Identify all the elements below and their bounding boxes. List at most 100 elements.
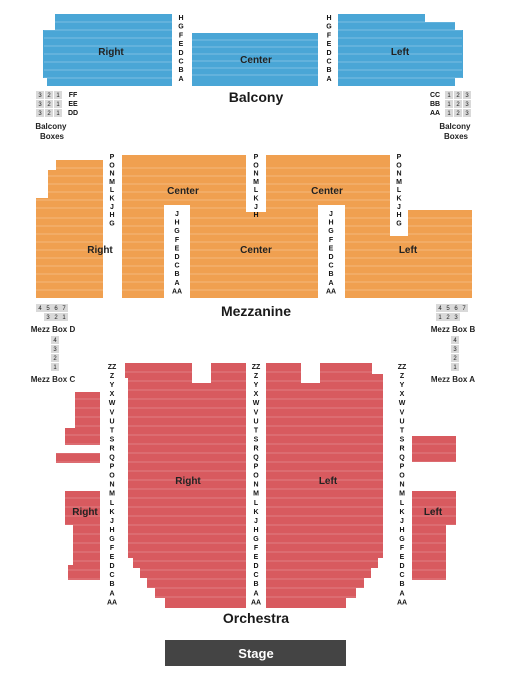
balcony-box-cc-seat-1-cell[interactable] [445, 91, 453, 99]
mezz-row-a2-h: H [174, 220, 179, 227]
orch-row-aisle2-k: K [253, 509, 258, 516]
balcony-box-dd-seat-2-cell[interactable] [45, 109, 53, 117]
mezz-box-c-seat-4-cell[interactable] [51, 336, 59, 344]
mezz-box-d-seat-5-cell[interactable] [44, 304, 52, 312]
section-mezz-upper-left-wing[interactable] [36, 160, 103, 236]
mezz-box-b-seat-6-cell[interactable] [452, 304, 460, 312]
balcony-box-aa-seat-2-cell[interactable] [454, 109, 462, 117]
balcony-box-ee-seat-3-cell[interactable] [36, 100, 44, 108]
balcony-boxes-right-label-line1: Balcony [439, 122, 471, 131]
mezz-box-d-seat-7: 7 [62, 306, 66, 312]
mezz-box-d-seat-2: 2 [54, 315, 58, 321]
mezz-box-c-seat-1-cell[interactable] [51, 363, 59, 371]
mezz-box-d-seat-4-cell[interactable] [36, 304, 44, 312]
mezz-box-b-seat-7-cell[interactable] [460, 304, 468, 312]
mezz-box-d-seat-7-cell[interactable] [60, 304, 68, 312]
balcony-row-left-h: H [178, 15, 183, 22]
balcony-box-cc-seat-3-cell[interactable] [463, 91, 471, 99]
mezz-box-a-seat-1-cell[interactable] [451, 363, 459, 371]
balcony-box-aa-seat-1-cell[interactable] [445, 109, 453, 117]
orch-row-aisle2-v: V [254, 409, 259, 416]
mezz-box-a-seat-3-cell[interactable] [451, 345, 459, 353]
mezz-row-a5-l: L [397, 187, 402, 194]
balcony-boxes-left-label-line2: Boxes [40, 132, 65, 141]
mezz-box-d-seat-6-cell[interactable] [52, 304, 60, 312]
section-orch-left-main[interactable] [266, 363, 383, 608]
mezz-box-b-seat-4-cell[interactable] [436, 304, 444, 312]
section-orch-left-side-upper[interactable] [412, 436, 456, 462]
section-mezz-left[interactable] [345, 210, 472, 298]
section-mezz-center-upper-right[interactable] [266, 155, 390, 228]
balcony-box-bb-seat-1-cell[interactable] [445, 100, 453, 108]
mezz-box-c-seat-3-cell[interactable] [51, 345, 59, 353]
balcony-box-row-dd: DD [68, 110, 78, 117]
orch-row-aisle2-p: P [254, 464, 259, 471]
balcony-box-bb-seat-2-cell[interactable] [454, 100, 462, 108]
mezz-row-a2-c: C [174, 263, 179, 270]
balcony-box-dd-seat-3-cell[interactable] [36, 109, 44, 117]
balcony-box-ee-seat-1-cell[interactable] [54, 100, 62, 108]
orch-row-aisle3-p: P [400, 464, 405, 471]
section-orch-left-side[interactable] [412, 491, 456, 580]
balcony-box-ff-seat-2-cell[interactable] [45, 91, 53, 99]
balcony-box-cc-seat-2-cell[interactable] [454, 91, 462, 99]
orch-row-aisle3-s: S [400, 436, 405, 443]
section-mezz-center-upper-left[interactable] [122, 155, 246, 228]
orch-row-aisle2-y: Y [254, 382, 259, 389]
orch-row-aisle2-zz: ZZ [252, 364, 261, 371]
mezz-box-a-seat-4-cell[interactable] [451, 336, 459, 344]
section-mezz-center[interactable] [190, 210, 318, 298]
orch-row-aisle2-d: D [253, 563, 258, 570]
mezz-box-b-seat-2-cell[interactable] [444, 313, 452, 321]
balcony-box-bb-seat-3-cell[interactable] [463, 100, 471, 108]
balcony-box-ff-seat-2: 2 [47, 93, 51, 99]
balcony-box-cc-seat-2: 2 [456, 93, 460, 99]
orch-row-aisle2-h: H [253, 527, 258, 534]
balcony-row-right-c: C [326, 59, 331, 66]
mezz-box-b-seat-1-cell[interactable] [436, 313, 444, 321]
balcony-row-right-g: G [326, 24, 332, 31]
section-balcony-right[interactable] [43, 14, 172, 86]
mezz-box-a-seat-2-cell[interactable] [451, 354, 459, 362]
stage-block [165, 640, 346, 666]
balcony-box-ff-seat-1-cell[interactable] [54, 91, 62, 99]
orch-row-aisle1-aa: AA [107, 599, 117, 606]
mezz-box-c-seat-2-cell[interactable] [51, 354, 59, 362]
balcony-box-row-cc: CC [430, 92, 440, 99]
mezz-box-b-seat-3-cell[interactable] [452, 313, 460, 321]
balcony-box-dd-seat-1-cell[interactable] [54, 109, 62, 117]
mezz-box-d-seat-1-cell[interactable] [60, 313, 68, 321]
mezzanine-level: Center Center Right Center Left PONMLKJH… [31, 150, 475, 384]
mezz-box-b-seat-6: 6 [454, 306, 458, 312]
balcony-box-ff-seat-3-cell[interactable] [36, 91, 44, 99]
section-balcony-center[interactable] [192, 33, 318, 86]
mezz-row-a2-b: B [174, 271, 179, 278]
section-balcony-left[interactable] [338, 14, 463, 86]
orch-row-aisle2-w: W [253, 400, 260, 407]
mezz-row-a1-p: P [110, 154, 115, 161]
balcony-box-dd-seat-3: 3 [38, 111, 42, 117]
section-mezz-right[interactable] [36, 228, 164, 298]
mezz-box-c-seat-3: 3 [53, 347, 57, 353]
section-orch-right-side-mid[interactable] [56, 453, 100, 463]
orch-row-aisle1-w: W [109, 400, 116, 407]
mezz-row-a3-n: N [253, 171, 258, 178]
mezz-box-d-seat-3-cell[interactable] [44, 313, 52, 321]
mezz-box-b-seat-5-cell[interactable] [444, 304, 452, 312]
balcony-box-aa-seat-3-cell[interactable] [463, 109, 471, 117]
mezz-box-c-seat-4: 4 [53, 338, 57, 344]
mezz-row-a3-p: P [254, 154, 259, 161]
balcony-row-lines [44, 21, 462, 79]
section-orch-right-side-lower[interactable] [65, 491, 100, 580]
orch-row-aisle2-r: R [253, 445, 258, 452]
balcony-box-ee-seat-2-cell[interactable] [45, 100, 53, 108]
stage-label: Stage [238, 646, 273, 661]
mezz-box-d-seat-2-cell[interactable] [52, 313, 60, 321]
mezz-box-d-seat-3: 3 [46, 315, 50, 321]
balcony-box-ff-seat-3: 3 [38, 93, 42, 99]
section-orch-right-side[interactable] [65, 392, 100, 445]
section-orch-right-main[interactable] [125, 363, 246, 608]
